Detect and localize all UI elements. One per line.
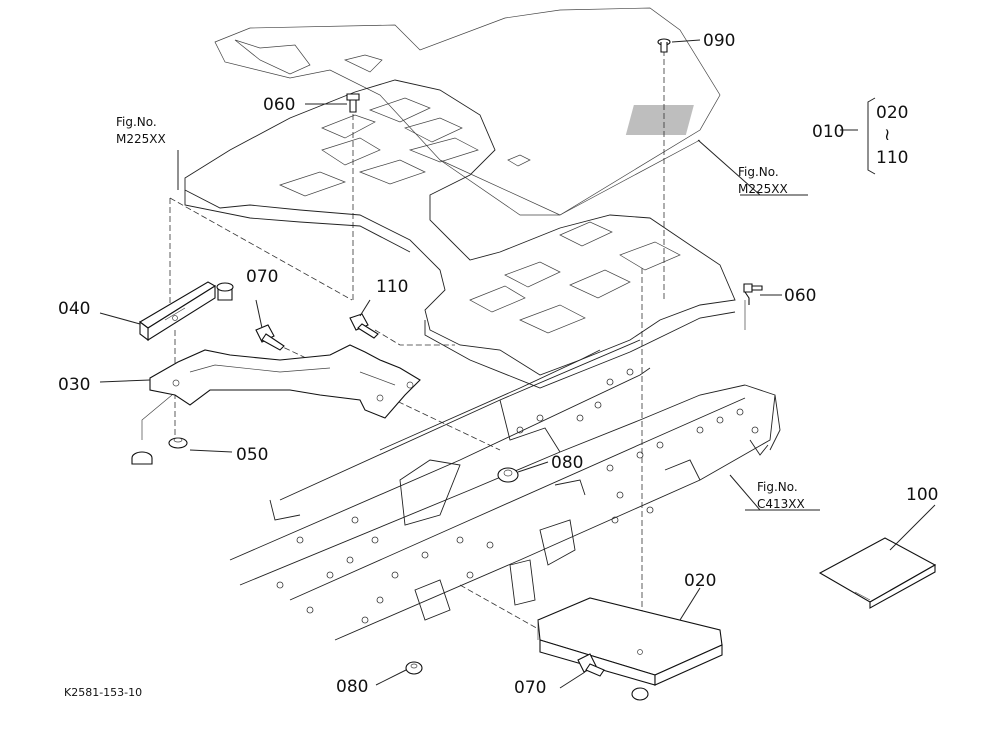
fig-ref-c-label: Fig.No.	[757, 480, 798, 494]
label-060-right: 060	[784, 286, 816, 306]
label-090: 090	[703, 31, 735, 51]
drawing-code: K2581-153-10	[64, 686, 142, 699]
floor-plate	[184, 7, 736, 389]
bolt-070-lower-icon	[577, 653, 605, 677]
assembly-group: 010 020 ≀ 110	[812, 103, 908, 168]
fig-ref-a-code: M225XX	[116, 132, 166, 146]
fig-ref-c-code: C413XX	[757, 497, 805, 511]
bolt-110-icon	[349, 313, 379, 339]
fig-ref-b-label: Fig.No.	[738, 165, 779, 179]
bolt-090-icon	[657, 38, 671, 53]
label-030: 030	[58, 375, 90, 395]
group-to-label: 110	[876, 148, 908, 168]
part-030-bracket	[149, 344, 421, 419]
part-040-bracket	[139, 281, 234, 342]
nut-020-bottom-icon	[631, 687, 649, 701]
fig-ref-a-label: Fig.No.	[116, 115, 157, 129]
label-040: 040	[58, 299, 90, 319]
nut-050-left-icon	[131, 451, 153, 465]
nut-050-icon	[168, 437, 188, 449]
nut-080-right-icon	[497, 467, 519, 483]
bolt-060-top-icon	[346, 93, 360, 113]
label-060-top: 060	[263, 95, 295, 115]
group-range-symbol: ≀	[884, 125, 890, 145]
chassis-frame	[229, 339, 781, 641]
figure-references: Fig.No. M225XX Fig.No. M225XX Fig.No. C4…	[116, 115, 805, 511]
label-080-lower: 080	[336, 677, 368, 697]
bolt-070-upper-icon	[255, 324, 285, 351]
nut-080-lower-icon	[405, 661, 423, 675]
label-110: 110	[376, 277, 408, 297]
group-parent-label: 010	[812, 122, 844, 142]
bolt-060-right-icon	[743, 283, 763, 305]
label-080-right: 080	[551, 453, 583, 473]
part-020-bracket	[537, 597, 723, 686]
label-070-upper: 070	[246, 267, 278, 287]
label-050: 050	[236, 445, 268, 465]
part-labels: 090 060 060 040 030 070 110 050 080 080 …	[58, 31, 938, 698]
label-070-lower: 070	[514, 678, 546, 698]
leader-lines	[99, 39, 936, 689]
label-100: 100	[906, 485, 938, 505]
fig-ref-b-code: M225XX	[738, 182, 788, 196]
part-100-sheet-icon	[818, 537, 937, 609]
group-from-label: 020	[876, 103, 908, 123]
label-020: 020	[684, 571, 716, 591]
